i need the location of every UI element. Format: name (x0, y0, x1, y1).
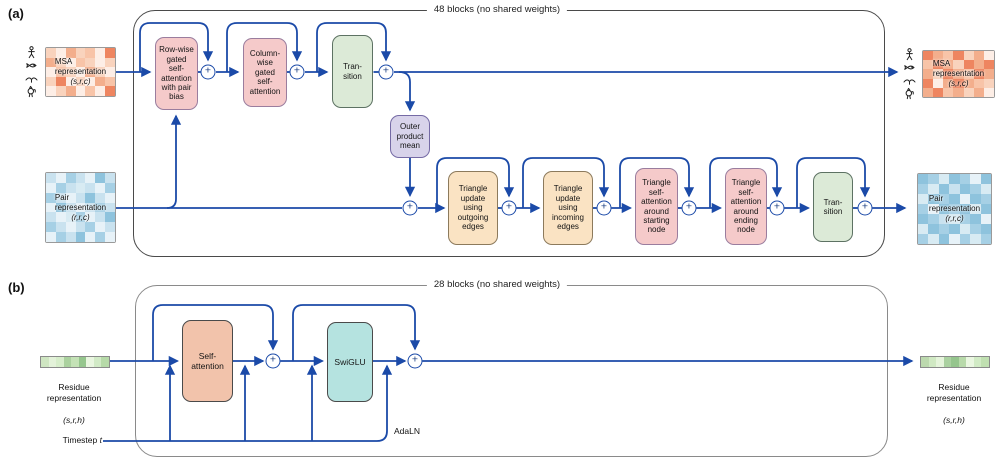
add-node: + (681, 200, 697, 216)
blocks-count-label-a: 48 blocks (no shared weights) (426, 4, 568, 15)
skip-connection (436, 157, 515, 208)
add-node: + (769, 200, 785, 216)
blocks-count-label-b: 28 blocks (no shared weights) (426, 279, 568, 290)
outer-product-mean-box: Outer product mean (390, 115, 430, 158)
skip-connection (619, 157, 695, 208)
triangle-attention-starting-node-box: Triangle self- attention around starting… (635, 168, 678, 245)
pair-representation-input: Pair representation (r,r,c) (45, 172, 116, 243)
add-node: + (407, 353, 423, 369)
pair-output-label: Pair representation (r,r,c) (928, 194, 981, 223)
fish-icon (26, 63, 37, 68)
human-icon (906, 48, 913, 61)
residue-representation-output (920, 356, 990, 368)
skip-connection (709, 157, 783, 208)
msa-representation-output: MSA representation (s,r,c) (922, 50, 995, 98)
add-node: + (378, 64, 394, 80)
species-icons-right (903, 48, 916, 100)
skip-connection (226, 22, 303, 72)
msa-matrix (923, 51, 994, 97)
residue-track-lines (103, 304, 914, 442)
pair-track-lines (115, 157, 907, 214)
pair-matrix (918, 174, 991, 244)
adaln-label: AdaLN (394, 426, 420, 436)
add-node: + (289, 64, 305, 80)
species-icons-left (25, 46, 38, 98)
triangle-update-incoming-box: Triangle update using incoming edges (543, 171, 593, 245)
msa-output-label: MSA representation (s,r,c) (932, 59, 985, 88)
outer-product-in-line (398, 71, 416, 112)
add-node: + (200, 64, 216, 80)
skip-connection (522, 157, 610, 208)
residue-representation-input (40, 356, 110, 368)
msa-matrix (46, 48, 115, 96)
pair-representation-output: Pair representation (r,r,c) (917, 173, 992, 245)
add-node: + (402, 200, 418, 216)
pair-bias-line (166, 114, 182, 209)
panel-b-label: (b) (8, 280, 25, 295)
residue-output-label: Residue representation (s,r,h) (926, 382, 982, 426)
triangle-attention-ending-node-box: Triangle self- attention around ending n… (725, 168, 767, 245)
pair-transition-box: Tran- sition (813, 172, 853, 242)
triangle-update-outgoing-box: Triangle update using outgoing edges (448, 171, 498, 245)
skip-connection (152, 304, 279, 361)
column-wise-gated-self-attention-box: Column- wise gated self- attention (243, 38, 287, 107)
add-node: + (265, 353, 281, 369)
timestep-label: Timestep t (62, 435, 102, 445)
rooster-icon (905, 87, 914, 100)
residue-input-label: Residue representation (s,r,h) (46, 382, 102, 426)
human-icon (28, 46, 35, 59)
skip-connection (292, 304, 421, 361)
pair-matrix (46, 173, 115, 242)
bird-icon (903, 79, 916, 85)
timestep-line (103, 364, 393, 442)
add-node: + (596, 200, 612, 216)
panel-a-label: (a) (8, 6, 24, 21)
add-node: + (857, 200, 873, 216)
row-wise-gated-self-attention-box: Row-wise gated self- attention with pair… (155, 37, 198, 110)
swiglu-box: SwiGLU (327, 322, 373, 402)
rooster-icon (27, 85, 36, 98)
msa-input-label: MSA representation (s,r,c) (54, 57, 107, 86)
bird-icon (25, 77, 38, 83)
skip-connection (316, 22, 392, 72)
fish-icon (904, 65, 915, 70)
skip-connection (139, 22, 214, 72)
msa-track-lines (116, 22, 899, 209)
add-node: + (501, 200, 517, 216)
pair-input-label: Pair representation (r,r,c) (54, 192, 107, 222)
msa-transition-box: Tran- sition (332, 35, 373, 108)
self-attention-box: Self- attention (182, 320, 233, 402)
msa-representation-input: MSA representation (s,r,c) (45, 47, 116, 97)
skip-connection (796, 157, 871, 208)
